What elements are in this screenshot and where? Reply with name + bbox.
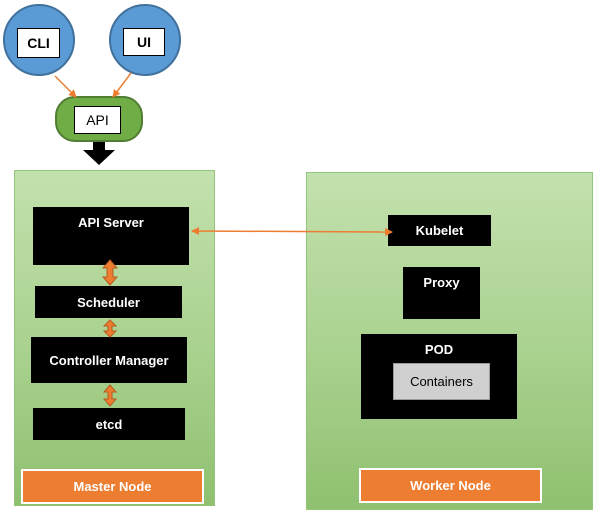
apiserver-scheduler-arrow (101, 259, 119, 286)
controller-manager-label: Controller Manager (49, 352, 169, 368)
kubelet-label: Kubelet (415, 223, 464, 238)
cli-client-label: CLI (17, 28, 60, 58)
pod-label: POD (424, 342, 454, 357)
api-server-box: API Server (33, 207, 189, 265)
ui-client-label: UI (123, 28, 165, 56)
proxy-box: Proxy (403, 267, 480, 319)
api-gateway-label: API (74, 106, 121, 134)
etcd-box: etcd (33, 408, 185, 440)
scheduler-controller-arrow (102, 319, 118, 338)
containers-box: Containers (393, 363, 490, 400)
master-node-label: Master Node (21, 469, 204, 504)
api-gateway-pill (55, 96, 143, 142)
worker-node-label: Worker Node (359, 468, 542, 503)
scheduler-label: Scheduler (77, 294, 140, 310)
api-to-master-arrow (83, 142, 115, 165)
apiserver-kubelet-arrow (191, 227, 393, 236)
proxy-label: Proxy (423, 275, 460, 290)
controller-etcd-arrow (102, 384, 118, 407)
ui-to-api-arrow (112, 72, 132, 98)
etcd-label: etcd (95, 416, 123, 432)
cli-client-circle (3, 4, 75, 76)
scheduler-box: Scheduler (35, 286, 182, 318)
kubelet-box: Kubelet (388, 215, 491, 246)
controller-manager-box: Controller Manager (31, 337, 187, 383)
api-server-label: API Server (78, 215, 144, 230)
cli-to-api-arrow (54, 75, 77, 98)
